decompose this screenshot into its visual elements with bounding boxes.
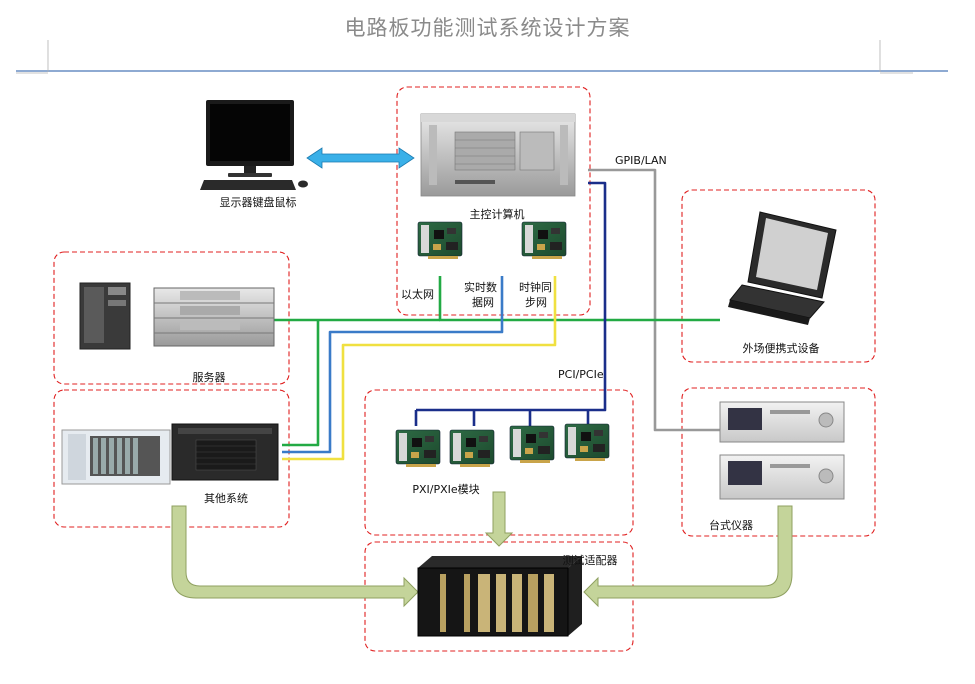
server-group-box bbox=[53, 251, 290, 385]
portable-laptop-image bbox=[728, 211, 837, 325]
pxi-to-adapter-arrow bbox=[484, 491, 514, 547]
pxi-card-2-image bbox=[449, 429, 495, 468]
other-system-label: 其他系统 bbox=[204, 492, 248, 505]
ethernet-label: 以太网 bbox=[401, 288, 434, 301]
bench-instrument-label: 台式仪器 bbox=[709, 519, 753, 532]
header-rule bbox=[16, 40, 948, 74]
clock-sync-label-line2: 步网 bbox=[525, 296, 547, 309]
display-keyboard-mouse-label: 显示器键盘鼠标 bbox=[219, 196, 297, 209]
monitor-keyboard-image bbox=[200, 100, 308, 190]
other-to-adapter-arrow bbox=[171, 505, 419, 608]
server-label: 服务器 bbox=[192, 371, 226, 384]
portable-device-label: 外场便携式设备 bbox=[742, 342, 820, 355]
gpib-lan-line bbox=[588, 168, 722, 432]
realtime-network-label-line1: 实时数 bbox=[464, 281, 497, 294]
realtime-network-label-line2: 据网 bbox=[472, 296, 494, 309]
realtime-line bbox=[282, 276, 504, 454]
pxi-card-4-image bbox=[564, 423, 610, 462]
bench-instrument-1-image bbox=[719, 401, 845, 443]
test-adapter-label: 测试适配器 bbox=[562, 554, 618, 567]
page-title: 电路板功能测试系统设计方案 bbox=[344, 16, 631, 40]
pci-pcie-label: PCI/PCIe bbox=[558, 368, 604, 381]
host-computer-label: 主控计算机 bbox=[469, 208, 525, 221]
server-image bbox=[79, 282, 275, 350]
pxi-chassis-image bbox=[61, 429, 171, 485]
pci-pcie-line bbox=[416, 181, 607, 412]
sync-card-image bbox=[521, 221, 567, 260]
gpib-lan-label: GPIB/LAN bbox=[615, 154, 667, 167]
host-computer-image bbox=[420, 113, 576, 197]
pxi-card-3-image bbox=[509, 425, 555, 464]
other-system-pc-image bbox=[171, 423, 279, 481]
ethernet-card-image bbox=[417, 221, 463, 260]
portable-group-box bbox=[681, 189, 876, 363]
ethernet-other-line bbox=[282, 320, 320, 447]
bench-to-adapter-arrow bbox=[583, 505, 793, 608]
display-host-arrow bbox=[306, 147, 415, 169]
pxi-module-label: PXI/PXIe模块 bbox=[412, 483, 480, 496]
clock-sync-label-line1: 时钟同 bbox=[519, 281, 552, 294]
test-adapter-image bbox=[417, 556, 582, 637]
host-group-box bbox=[396, 86, 591, 316]
bench-instrument-2-image bbox=[719, 454, 845, 500]
clock-sync-line bbox=[282, 276, 557, 461]
pxi-card-1-image bbox=[395, 429, 441, 468]
